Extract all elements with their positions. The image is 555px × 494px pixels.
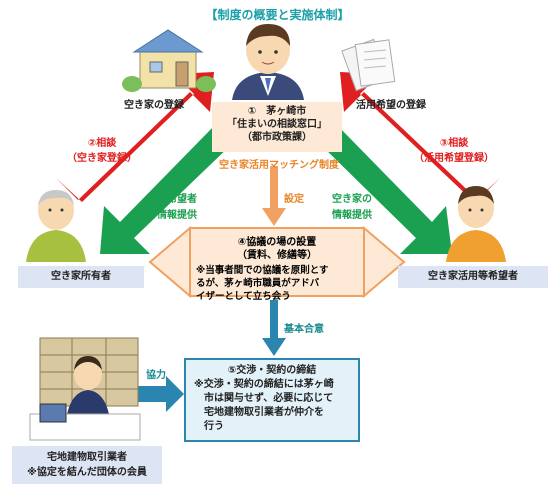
orange-down-arrow [262,166,286,226]
blue-down-arrow [262,300,286,356]
info-provision-right-label: 空き家の 情報提供 [312,192,392,224]
city-official-avatar [232,24,304,100]
info-provision-right-line1: 空き家の [332,194,372,205]
vacant-house-registration-label: 空き家の登録 [124,100,184,111]
kyougi-box-shape [148,225,406,299]
seeker-avatar [446,186,506,262]
real-estate-agent-line1: 宅地建物取引業者 [47,452,127,463]
matching-system-name: 空き家活用マッチング制度 [219,160,339,171]
info-provision-right-line2: 情報提供 [332,210,372,221]
green-arrow-left [100,124,234,254]
consultation-left-line2: （空き家登録） [67,153,137,164]
city-name: ① 茅ヶ崎市 [247,106,307,117]
house-icon [122,29,216,92]
vacant-house-seeker-label: 空き家活用等希望者 [398,266,548,288]
info-provision-left-line1: 利用希望者 [147,194,197,205]
agent-illustration [29,337,141,441]
setup-label: 設定 [284,194,304,205]
city-consultation-window: ① 茅ヶ崎市 「住まいの相談窓口」 （都市政策課） [212,102,342,152]
real-estate-agent-label: 宅地建物取引業者 ※協定を結んだ団体の会員 [12,446,162,484]
real-estate-agent-line2: ※協定を結んだ団体の会員 [27,467,147,478]
consultation-venue-subtitle: （賃料、修繕等） [237,250,317,261]
consultation-left-label: ②相談 （空き家登録） [62,136,142,166]
info-provision-left-line2: の情報提供 [147,210,197,221]
info-provision-left-label: 利用希望者 の情報提供 [132,192,212,224]
consultation-right-label: ③相談 （活用希望登録） [404,136,504,166]
consultation-venue-heading: ④協議の場の設置 （賃料、修繕等） [190,236,364,262]
owner-avatar [26,190,86,262]
consultation-venue-note: ※当事者間での協議を原則とす るが、茅ヶ崎市職員がアドバ イザーとして立ち会う [196,264,366,303]
window-name: 「住まいの相談窓口」 [227,119,327,130]
cooperation-label: 協力 [146,370,166,381]
consultation-venue-note-line3: イザーとして立ち会う [196,291,291,302]
negotiation-note-line1: ※交渉・契約の締結には茅ヶ崎 [194,379,334,390]
department-name: （都市政策課） [242,132,312,143]
green-arrow-right [318,124,452,254]
negotiation-note-line3: 宅地建物取引業者が仲介を [204,407,324,418]
usage-request-registration-label: 活用希望の登録 [356,100,426,111]
consultation-venue-title: ④協議の場の設置 [237,237,317,248]
negotiation-contract-box: ⑤交渉・契約の締結 ※交渉・契約の締結には茅ヶ崎 市は関与せず、必要に応じて 宅… [184,358,360,442]
diagram-title: 【制度の概要と実施体制】 [205,8,350,22]
consultation-right-line2: （活用希望登録） [414,153,494,164]
basic-agreement-label: 基本合意 [284,324,324,335]
negotiation-note-line4: 行う [204,421,224,432]
consultation-right-line1: ③相談 [439,138,469,149]
negotiation-contract-title: ⑤交渉・契約の締結 [227,365,317,376]
vacant-house-owner-label: 空き家所有者 [18,266,144,288]
negotiation-note-line2: 市は関与せず、必要に応じて [204,393,334,404]
consultation-venue-note-line1: ※当事者間での協議を原則とす [196,265,329,276]
documents-icon [341,38,396,92]
consultation-left-line1: ②相談 [87,138,117,149]
blue-right-arrow [132,376,184,412]
consultation-venue-note-line2: るが、茅ヶ崎市職員がアドバ [196,278,320,289]
